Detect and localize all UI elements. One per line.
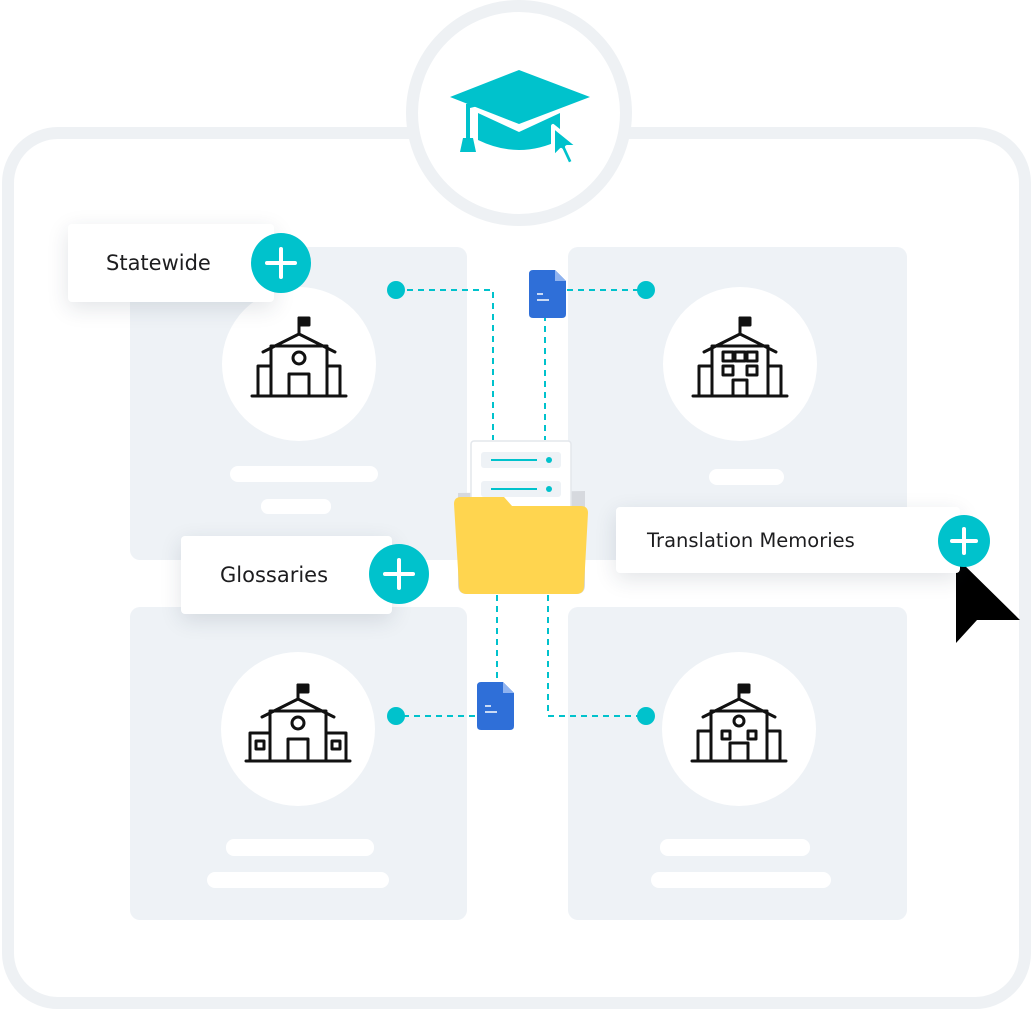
translation-memories-label: Translation Memories xyxy=(616,507,960,573)
translation-memories-label-text: Translation Memories xyxy=(647,528,855,552)
placeholder-line xyxy=(230,466,378,482)
placeholder-line xyxy=(207,872,389,888)
graduation-cap-cursor-icon xyxy=(450,70,590,167)
add-translation-memories-button[interactable] xyxy=(938,515,990,567)
connector-dots xyxy=(387,281,655,725)
placeholder-line xyxy=(660,839,810,856)
school-building-icon xyxy=(690,683,788,763)
school-icon-circle xyxy=(663,287,817,441)
statewide-label-text: Statewide xyxy=(106,251,211,275)
glossaries-label-text: Glossaries xyxy=(220,563,329,587)
mouse-pointer-icon xyxy=(956,557,1020,643)
add-glossaries-button[interactable] xyxy=(369,544,429,604)
placeholder-line xyxy=(651,872,831,888)
placeholder-line xyxy=(226,839,374,856)
school-building-icon xyxy=(244,683,352,763)
glossaries-label: Glossaries xyxy=(181,536,392,614)
school-icon-circle xyxy=(662,652,816,806)
document-icon xyxy=(529,270,566,318)
placeholder-line xyxy=(261,499,331,514)
school-building-icon xyxy=(250,316,348,398)
statewide-label: Statewide xyxy=(68,224,274,302)
placeholder-line xyxy=(709,469,784,485)
folder-icon xyxy=(454,440,588,594)
school-building-icon xyxy=(691,316,789,398)
document-icon xyxy=(477,682,514,730)
add-statewide-button[interactable] xyxy=(251,233,311,293)
